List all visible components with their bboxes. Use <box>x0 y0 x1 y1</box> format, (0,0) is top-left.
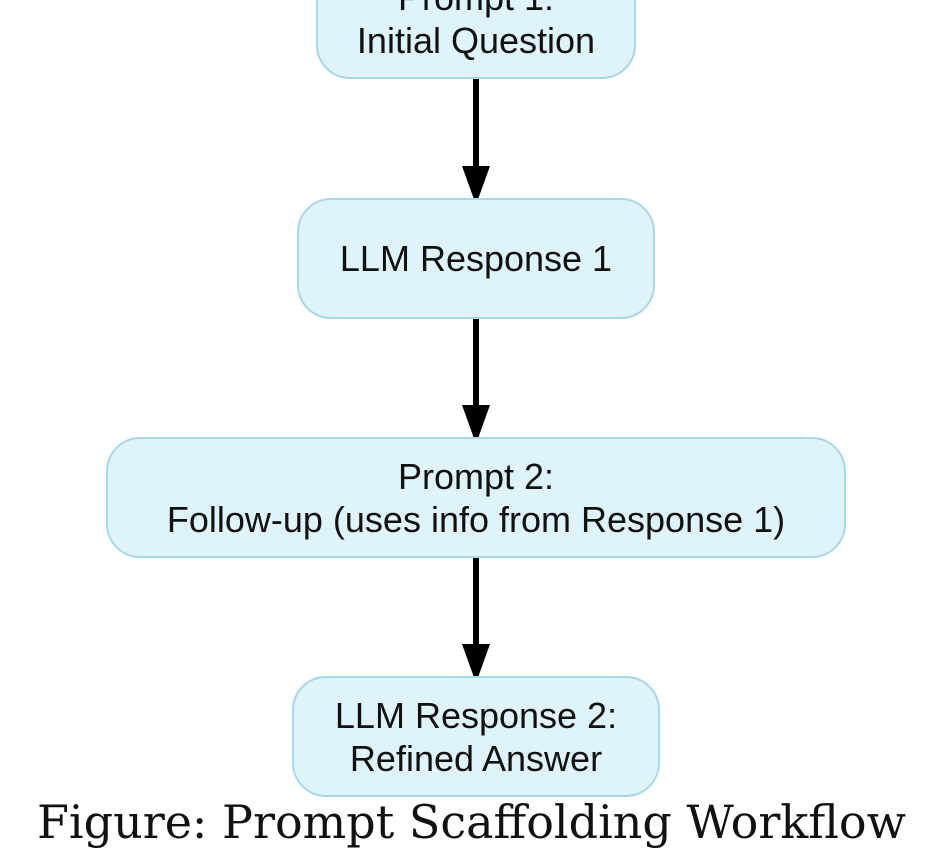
arrowhead-icon <box>462 166 490 205</box>
arrowhead-icon <box>462 644 490 683</box>
node-label-line2: Refined Answer <box>349 737 603 779</box>
edge-prompt2-to-response2 <box>462 558 490 683</box>
node-label-line1: Prompt 1: <box>398 0 554 19</box>
node-label-line2: Initial Question <box>356 19 596 61</box>
edge-response1-to-prompt2 <box>462 319 490 444</box>
edge-prompt1-to-response1 <box>462 79 490 205</box>
arrowhead-icon <box>462 405 490 444</box>
node-label-line1: LLM Response 1 <box>339 238 613 279</box>
node-prompt-2: Prompt 2: Follow-up (uses info from Resp… <box>106 437 846 558</box>
node-label-line1: LLM Response 2: <box>334 694 618 736</box>
node-label-line2: Follow-up (uses info from Response 1) <box>166 498 786 540</box>
node-label-line1: Prompt 2: <box>397 455 555 497</box>
node-prompt-1: Prompt 1: Initial Question <box>316 0 636 79</box>
node-llm-response-2: LLM Response 2: Refined Answer <box>292 676 660 797</box>
figure-caption: Figure: Prompt Scaffolding Workflow <box>37 795 906 849</box>
node-llm-response-1: LLM Response 1 <box>297 198 655 319</box>
